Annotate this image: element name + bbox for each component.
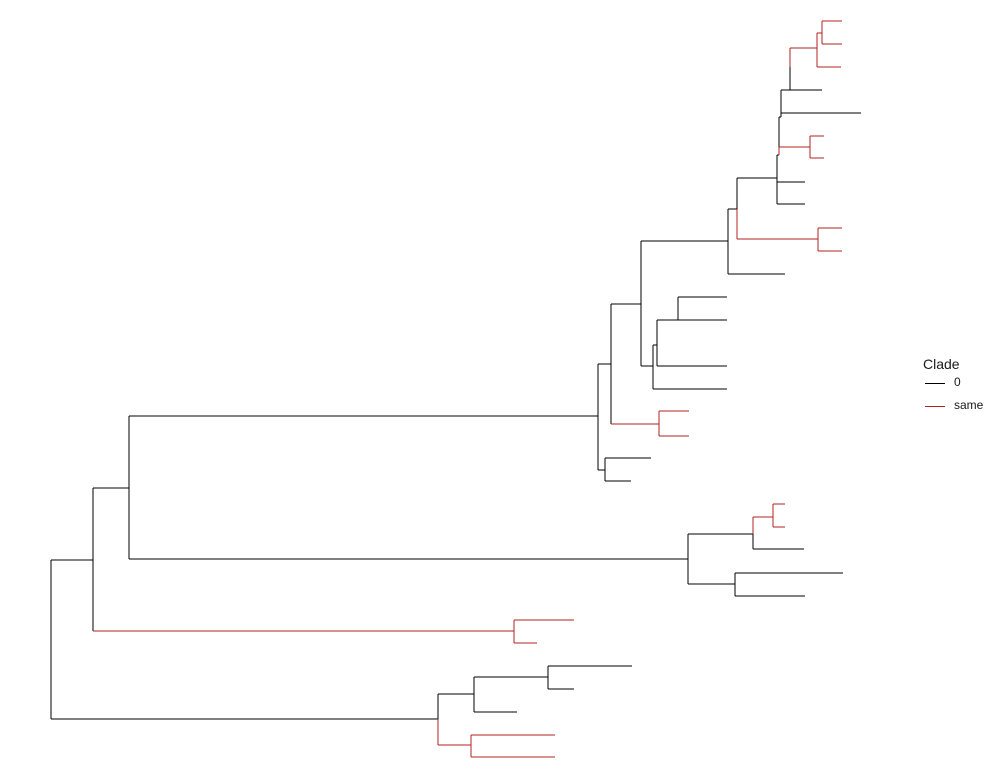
legend-label-0: 0 [954, 375, 961, 389]
legend: Clade 0 same [923, 356, 998, 418]
legend-item-same: same [923, 395, 998, 418]
legend-title: Clade [923, 356, 960, 372]
legend-label-same: same [954, 398, 984, 412]
legend-key-0 [925, 383, 945, 384]
legend-item-0: 0 [923, 372, 998, 395]
legend-key-same [925, 406, 945, 407]
